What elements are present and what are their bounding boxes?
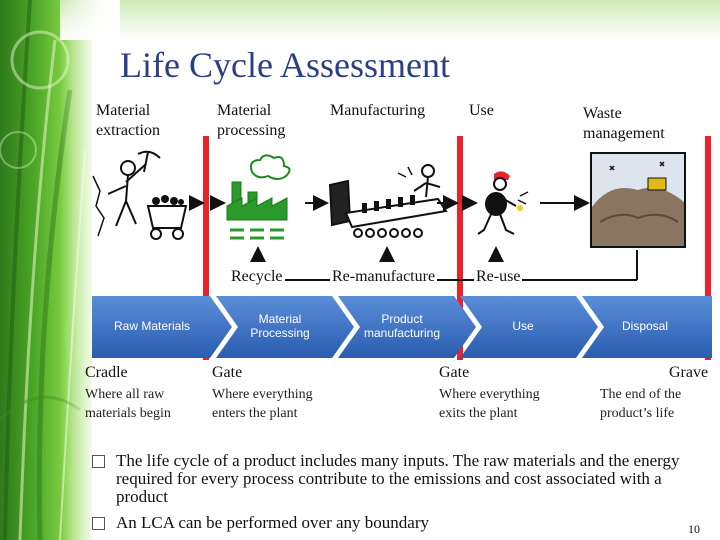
background-fade [60,0,120,540]
gate-cradle-label: Cradle [85,364,128,381]
bullet-box-icon [92,455,105,468]
bullet-item: The life cycle of a product includes man… [92,452,712,506]
top-background-strip [60,0,720,40]
person-walking-icon [477,171,529,235]
stage-manufacturing: Manufacturing [330,102,426,119]
flow-arrows [189,195,638,281]
gate-exit-desc: Where everything exits the plant [439,387,540,421]
band-use: Use [512,319,534,333]
bullet-text: An LCA can be performed over any boundar… [116,513,429,532]
gate-enter-label: Gate [212,364,243,381]
stage-use: Use [469,102,494,119]
bullet-box-icon [92,517,105,530]
stage-material-extraction: Material extraction [96,102,160,139]
miner-icon [92,150,188,240]
page-number: 10 [688,522,700,536]
gate-enter-desc: Where everything enters the plant [212,387,313,421]
stage-waste-management: Waste management [583,105,665,142]
factory-icon [226,154,291,240]
gate-cradle-desc: Where all raw materials begin [85,387,171,421]
gate-grave-desc: The end of the product’s life [600,387,682,421]
stage-material-processing: Material processing [217,102,286,139]
loop-recycle-label: Recycle [229,268,285,286]
bullet-item: An LCA can be performed over any boundar… [92,514,712,532]
band-material-processing: Material Processing [250,312,310,340]
loop-reuse-label: Re-use [474,268,523,286]
assembly-line-icon [328,164,448,238]
loop-remanufacture-label: Re-manufacture [330,268,438,286]
bullet-text: The life cycle of a product includes man… [116,451,680,506]
boundary-bar-3 [705,136,711,360]
band-product-manufacturing: Product manufacturing [363,312,441,340]
gate-grave-label: Grave [669,364,709,381]
boundary-bar-2 [457,136,463,360]
band-raw-materials: Raw Materials [113,319,191,333]
landfill-icon [590,152,686,248]
gate-exit-label: Gate [439,364,470,381]
bullet-list: The life cycle of a product includes man… [92,452,712,540]
process-chevron-band [92,296,712,358]
boundary-bar-1 [203,136,209,360]
slide-title: Life Cycle Assessment [120,45,450,85]
band-disposal: Disposal [621,319,669,333]
